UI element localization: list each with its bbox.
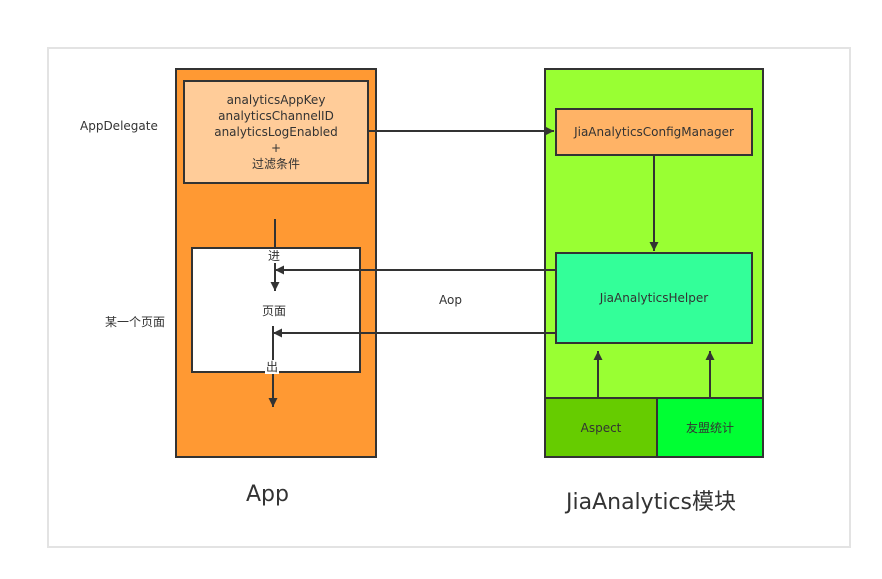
- config-line: analyticsAppKey: [226, 93, 326, 107]
- umeng-box: 友盟统计: [656, 397, 764, 458]
- app-delegate-label: AppDelegate: [80, 119, 158, 133]
- some-page-label: 某一个页面: [105, 315, 166, 329]
- config-line: +: [270, 141, 282, 155]
- exit-label: 出: [265, 360, 280, 374]
- config-line: 过滤条件: [251, 157, 300, 171]
- enter-label: 进: [267, 249, 282, 263]
- page-label: 页面: [262, 304, 287, 318]
- module-title: JiaAnalytics模块: [566, 490, 736, 515]
- diagram-frame: [47, 47, 851, 548]
- app-title: App: [246, 482, 289, 507]
- config-manager-box: JiaAnalyticsConfigManager: [555, 108, 753, 156]
- app-config-box: analyticsAppKey analyticsChannelID analy…: [183, 80, 369, 184]
- config-line: analyticsLogEnabled: [214, 125, 338, 139]
- config-line: analyticsChannelID: [218, 109, 334, 123]
- aop-label: Aop: [439, 293, 462, 307]
- aspect-box: Aspect: [544, 397, 658, 458]
- helper-box: JiaAnalyticsHelper: [555, 252, 753, 344]
